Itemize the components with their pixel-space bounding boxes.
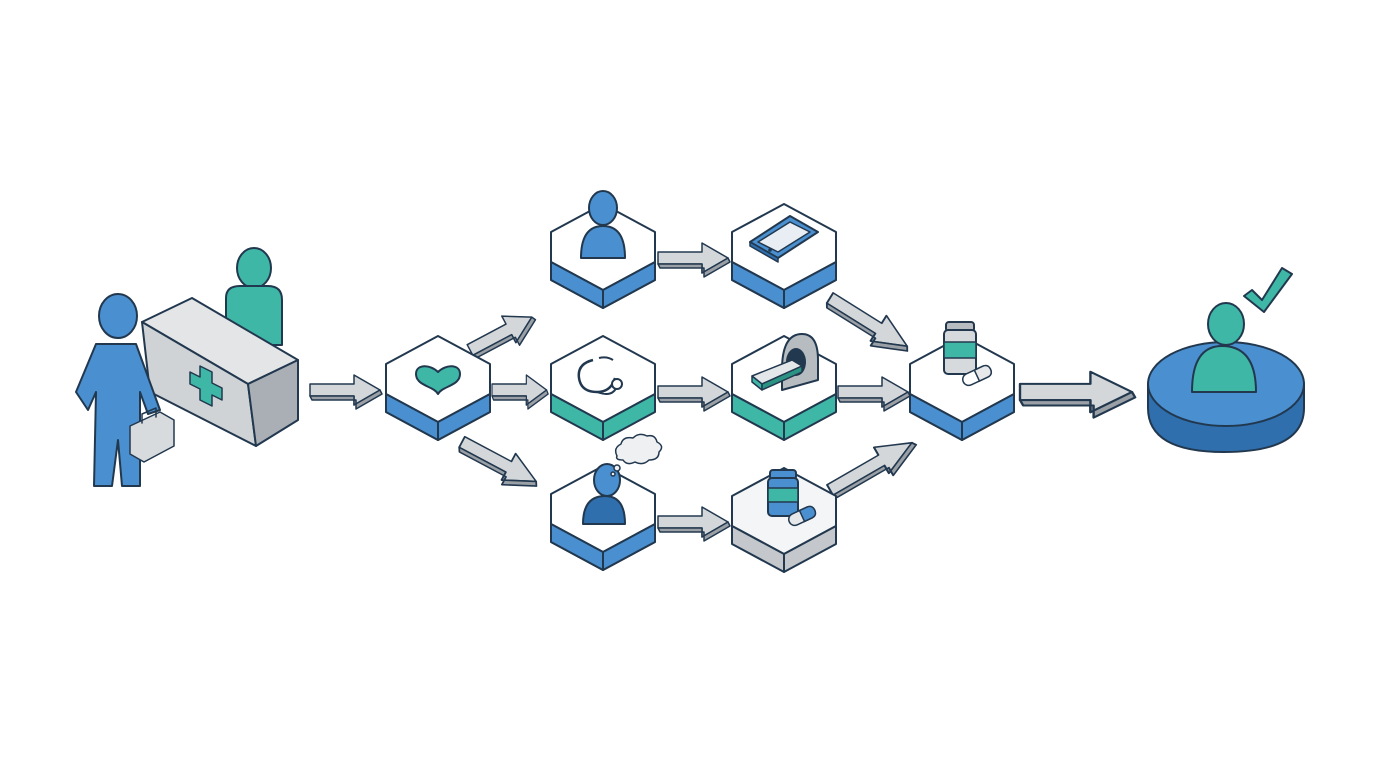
node-medication [731, 467, 837, 573]
reception-desk-icon [75, 247, 299, 487]
arrow-medication-to-pharmacy [821, 427, 925, 508]
medicine-bottle-icon [943, 321, 993, 387]
medicine-bottle-icon [767, 469, 817, 527]
person-checkmark-icon [1191, 267, 1293, 393]
arrow-thinking-to-medication [657, 506, 731, 542]
node-triage [385, 335, 491, 441]
pill-icon [961, 364, 993, 387]
arrow-mri-to-pharmacy [837, 376, 911, 412]
heart-icon [415, 365, 461, 395]
tablet-icon [749, 215, 819, 263]
node-consult-person [550, 190, 656, 309]
node-thinking-person [550, 433, 663, 571]
node-discharge [1147, 267, 1305, 453]
arrow-reception-to-triage [309, 374, 383, 410]
node-stethoscope [550, 335, 656, 441]
arrow-person-to-tablet [657, 242, 731, 278]
node-mri [731, 333, 837, 441]
stethoscope-icon [577, 356, 623, 395]
node-pharmacy [909, 321, 1015, 441]
node-tablet [731, 203, 837, 309]
arrow-triage-to-stethoscope [491, 374, 549, 410]
pill-icon [787, 505, 817, 527]
mri-scanner-icon [751, 333, 819, 391]
arrow-triage-to-thinking [452, 427, 547, 501]
person-icon [580, 190, 626, 259]
arrow-pharmacy-to-discharge [1018, 370, 1137, 419]
suitcase-icon [129, 407, 175, 463]
arrow-stethoscope-to-mri [657, 376, 731, 412]
patient-icon [75, 293, 175, 487]
arrow-tablet-to-pharmacy [819, 284, 919, 365]
thinking-person-icon [582, 433, 663, 525]
